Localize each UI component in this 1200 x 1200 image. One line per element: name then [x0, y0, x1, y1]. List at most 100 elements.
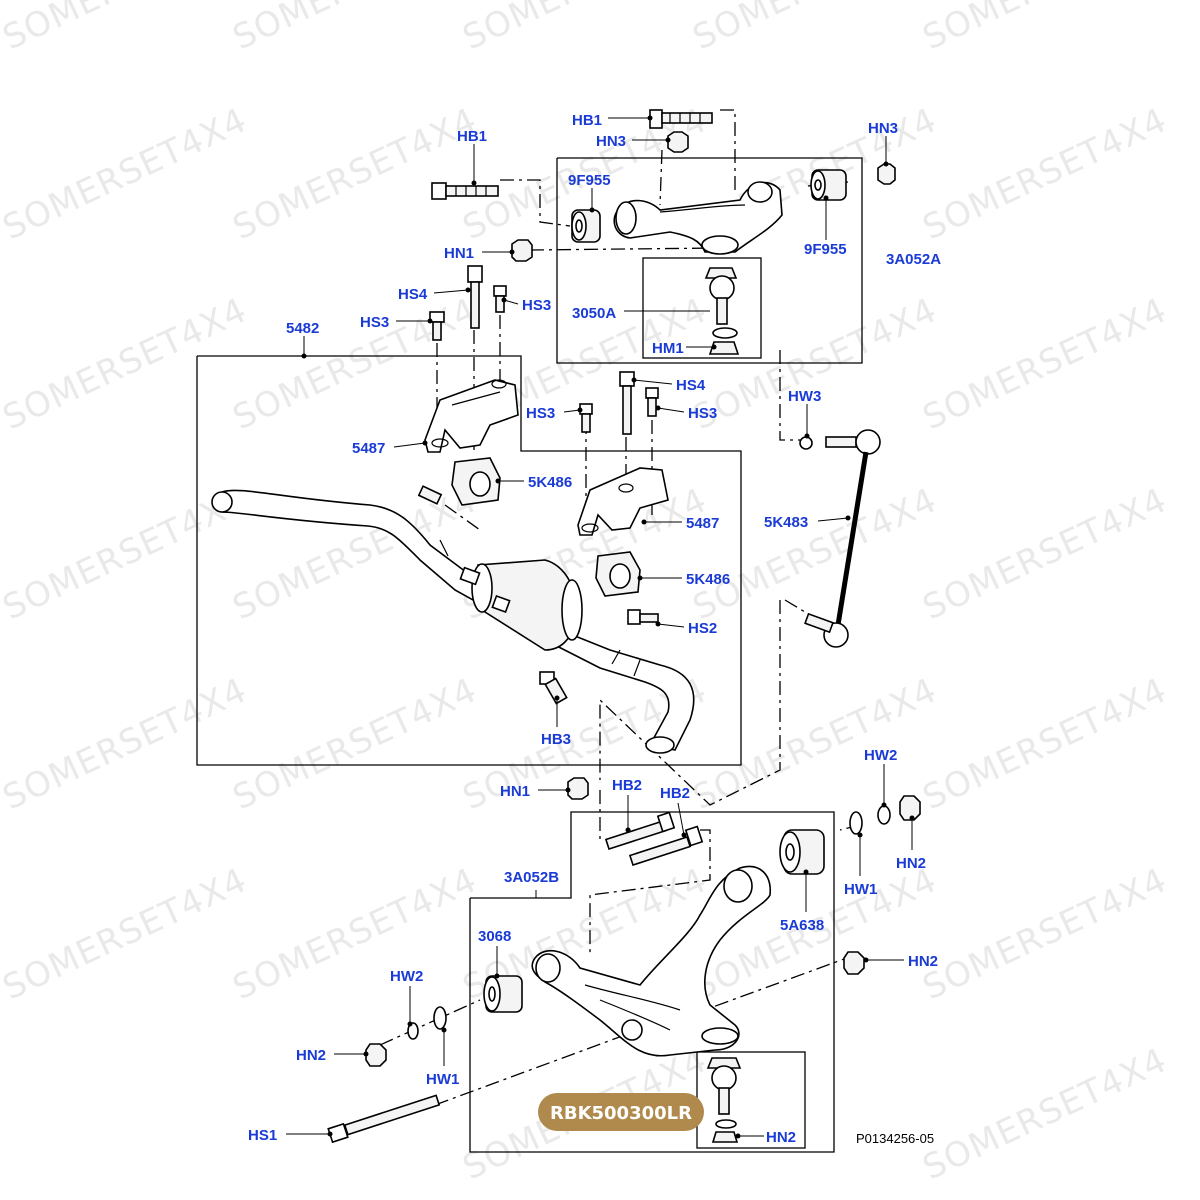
- bolt-hs1: [327, 1094, 441, 1144]
- bolt-hs3-d: [645, 387, 659, 417]
- nut-hn1-top: [511, 239, 533, 262]
- kit-badge: RBK500300LR: [538, 1093, 704, 1131]
- bolt-hb1-top: [649, 109, 713, 129]
- watermark: SOMERSET4X4: [0, 290, 253, 438]
- label-hs3-d: HS3: [688, 405, 717, 422]
- nut-hn2-left: [365, 1043, 387, 1067]
- watermark: SOMERSET4X4: [687, 480, 943, 628]
- label-5k486-top: 5K486: [528, 474, 572, 491]
- bushing-5a638: [779, 829, 825, 875]
- watermark: SOMERSET4X4: [917, 670, 1173, 818]
- label-hs2: HS2: [688, 620, 717, 637]
- ball-joint-upper-box: [642, 257, 762, 359]
- nut-hn3-right: [877, 163, 896, 185]
- watermark: SOMERSET4X4: [227, 0, 483, 58]
- bolt-hb2-b: [628, 825, 704, 867]
- label-hn2-right-top: HN2: [896, 855, 926, 872]
- clamp-5487-left: [424, 379, 519, 453]
- lower-control-arm: [531, 865, 771, 1057]
- leader-lines: [286, 115, 915, 1139]
- bolt-hb3: [539, 671, 568, 705]
- stabilizer-bar: [211, 489, 695, 754]
- label-hs4-left: HS4: [398, 286, 428, 303]
- label-5482: 5482: [286, 320, 319, 337]
- label-hs3-a: HS3: [522, 297, 551, 314]
- ball-joint-lower: [706, 1057, 742, 1143]
- label-hs4-mid: HS4: [676, 377, 706, 394]
- label-hw2-left: HW2: [390, 968, 423, 985]
- washer-hw1-left: [433, 1006, 447, 1030]
- bushing-5k486-top: [451, 457, 501, 506]
- label-hb2-b: HB2: [660, 785, 690, 802]
- watermark: SOMERSET4X4: [917, 480, 1173, 628]
- clamp-5487-right: [577, 467, 669, 536]
- nut-hn1-bottom: [567, 777, 589, 800]
- upper-arm-box: [556, 157, 863, 364]
- label-5k486-bottom: 5K486: [686, 571, 730, 588]
- bolt-hs3-c: [579, 403, 593, 433]
- upper-arm-assembly: [431, 109, 896, 355]
- label-3050a: 3050A: [572, 305, 616, 322]
- bolt-stud-left: [417, 485, 443, 505]
- bolt-hb1-left: [431, 182, 499, 200]
- label-hs1: HS1: [248, 1127, 277, 1144]
- nut-hn3-top: [667, 131, 689, 153]
- label-hn3-right: HN3: [868, 120, 898, 137]
- ball-joint-3050a: [704, 267, 738, 339]
- watermark: SOMERSET4X4: [0, 860, 253, 1008]
- watermark: SOMERSET4X4: [457, 0, 713, 58]
- label-hn2-right-mid: HN2: [908, 953, 938, 970]
- bolt-hs4-left: [467, 265, 483, 329]
- watermark: SOMERSET4X4: [917, 0, 1173, 58]
- label-hb1-left: HB1: [457, 128, 487, 145]
- label-hs3-b: HS3: [360, 314, 389, 331]
- bolt-hb2-a: [604, 811, 676, 851]
- label-3068: 3068: [478, 928, 511, 945]
- watermark: SOMERSET4X4: [0, 0, 253, 58]
- nut-hn2-right-top: [899, 795, 921, 821]
- watermark: SOMERSET4X4: [227, 100, 483, 248]
- label-hw3: HW3: [788, 388, 821, 405]
- label-hn1-bottom: HN1: [500, 783, 530, 800]
- part-labels: HB1 HN3 HN3 HB1 9F955 9F955 3A052A HN1 H…: [248, 112, 941, 1146]
- label-hb1-top: HB1: [572, 112, 602, 129]
- label-9f955-left: 9F955: [568, 172, 611, 189]
- label-hn1-top: HN1: [444, 245, 474, 262]
- watermark: SOMERSET4X4: [687, 0, 943, 58]
- nut-hn2-right-mid: [843, 951, 865, 975]
- watermark: SOMERSET4X4: [0, 100, 253, 248]
- washer-hw2-right: [877, 805, 891, 825]
- label-hs3-c: HS3: [526, 405, 555, 422]
- watermark: SOMERSET4X4: [917, 290, 1173, 438]
- label-hw1-right: HW1: [844, 881, 877, 898]
- bolt-hs3-b: [429, 311, 445, 341]
- bolt-hs3-a: [493, 285, 507, 313]
- bushing-9f955-right: [810, 169, 847, 201]
- label-hn2-bottom: HN2: [766, 1129, 796, 1146]
- label-3a052a: 3A052A: [886, 251, 941, 268]
- kit-badge-text: RBK500300LR: [550, 1103, 692, 1124]
- lower-arm-box: [469, 811, 835, 1153]
- bushing-9f955-left: [571, 209, 601, 243]
- watermark: SOMERSET4X4: [227, 860, 483, 1008]
- bolt-hs4-mid: [619, 371, 635, 435]
- watermark: SOMERSET4X4: [227, 670, 483, 818]
- label-hw2-right: HW2: [864, 747, 897, 764]
- label-5k483: 5K483: [764, 514, 808, 531]
- label-3a052b: 3A052B: [504, 869, 559, 886]
- watermark: SOMERSET4X4: [917, 100, 1173, 248]
- label-5487-right: 5487: [686, 515, 719, 532]
- label-hb3: HB3: [541, 731, 571, 748]
- upper-control-arm: [613, 181, 783, 255]
- drop-link-5k483: [799, 429, 881, 648]
- stabilizer-box: [196, 355, 742, 766]
- label-hn3-top: HN3: [596, 133, 626, 150]
- watermark: SOMERSET4X4: [917, 1040, 1173, 1188]
- label-9f955-right: 9F955: [804, 241, 847, 258]
- reference-number: P0134256-05: [856, 1131, 934, 1146]
- label-5487-left: 5487: [352, 440, 385, 457]
- washer-hw2-left: [407, 1022, 419, 1040]
- nut-hm1: [708, 341, 740, 355]
- bolt-hs2: [627, 609, 659, 625]
- washer-hw1-right: [849, 811, 863, 835]
